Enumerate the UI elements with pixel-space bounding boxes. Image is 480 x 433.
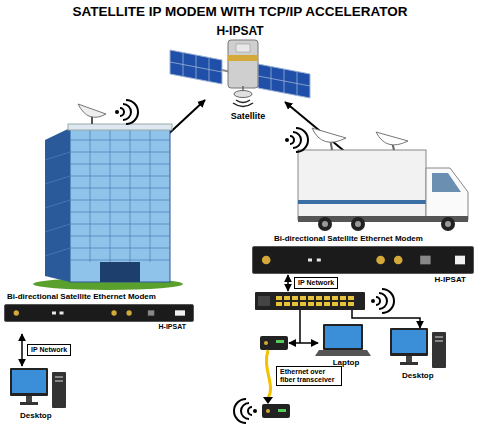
satellite-node: Satellite [203,111,293,125]
desktop-node: Desktop [388,326,452,388]
subtitle: H-IPSAT [0,25,480,39]
laptop-icon [314,322,372,357]
broadcast-truck [285,128,468,231]
desktop-icon [8,366,70,410]
network-label: IP Network [294,277,338,289]
office-building [33,100,183,290]
laptop-picture [314,322,372,361]
modem-face [253,247,473,273]
link-label: IP Network [27,344,71,356]
modem-chassis [4,304,194,322]
modem-chassis [252,246,474,274]
diagram-title: SATELLITE IP MODEM WITH TCP/IP ACCELERAT… [0,4,480,20]
right-ip-link [288,275,289,291]
cable-label: Ethernet over fiber transceiver [276,366,342,386]
laptop-node: Laptop [312,322,380,370]
desktop-icon [388,326,450,370]
satellite-label: Satellite [203,111,293,121]
device-label: Desktop [402,371,434,380]
modem-heading: Bi-directional Satellite Ethernet Modem [274,234,423,243]
network-switch [255,289,394,313]
network-link [21,334,23,366]
modem-node: Bi-directional Satellite Ethernet ModemH… [252,234,478,286]
desktop-picture [8,366,70,414]
model-name: H-IPSAT [159,323,186,331]
desktop-node: Desktop [8,366,84,428]
device-label: Desktop [20,411,52,420]
modem-face [5,305,193,321]
modem-heading: Bi-directional Satellite Ethernet Modem [7,292,156,301]
desktop-picture [388,326,450,374]
model-name: H-IPSAT [435,275,466,284]
satellite-illustration [170,40,310,107]
modem-node: Bi-directional Satellite Ethernet ModemH… [4,292,198,334]
